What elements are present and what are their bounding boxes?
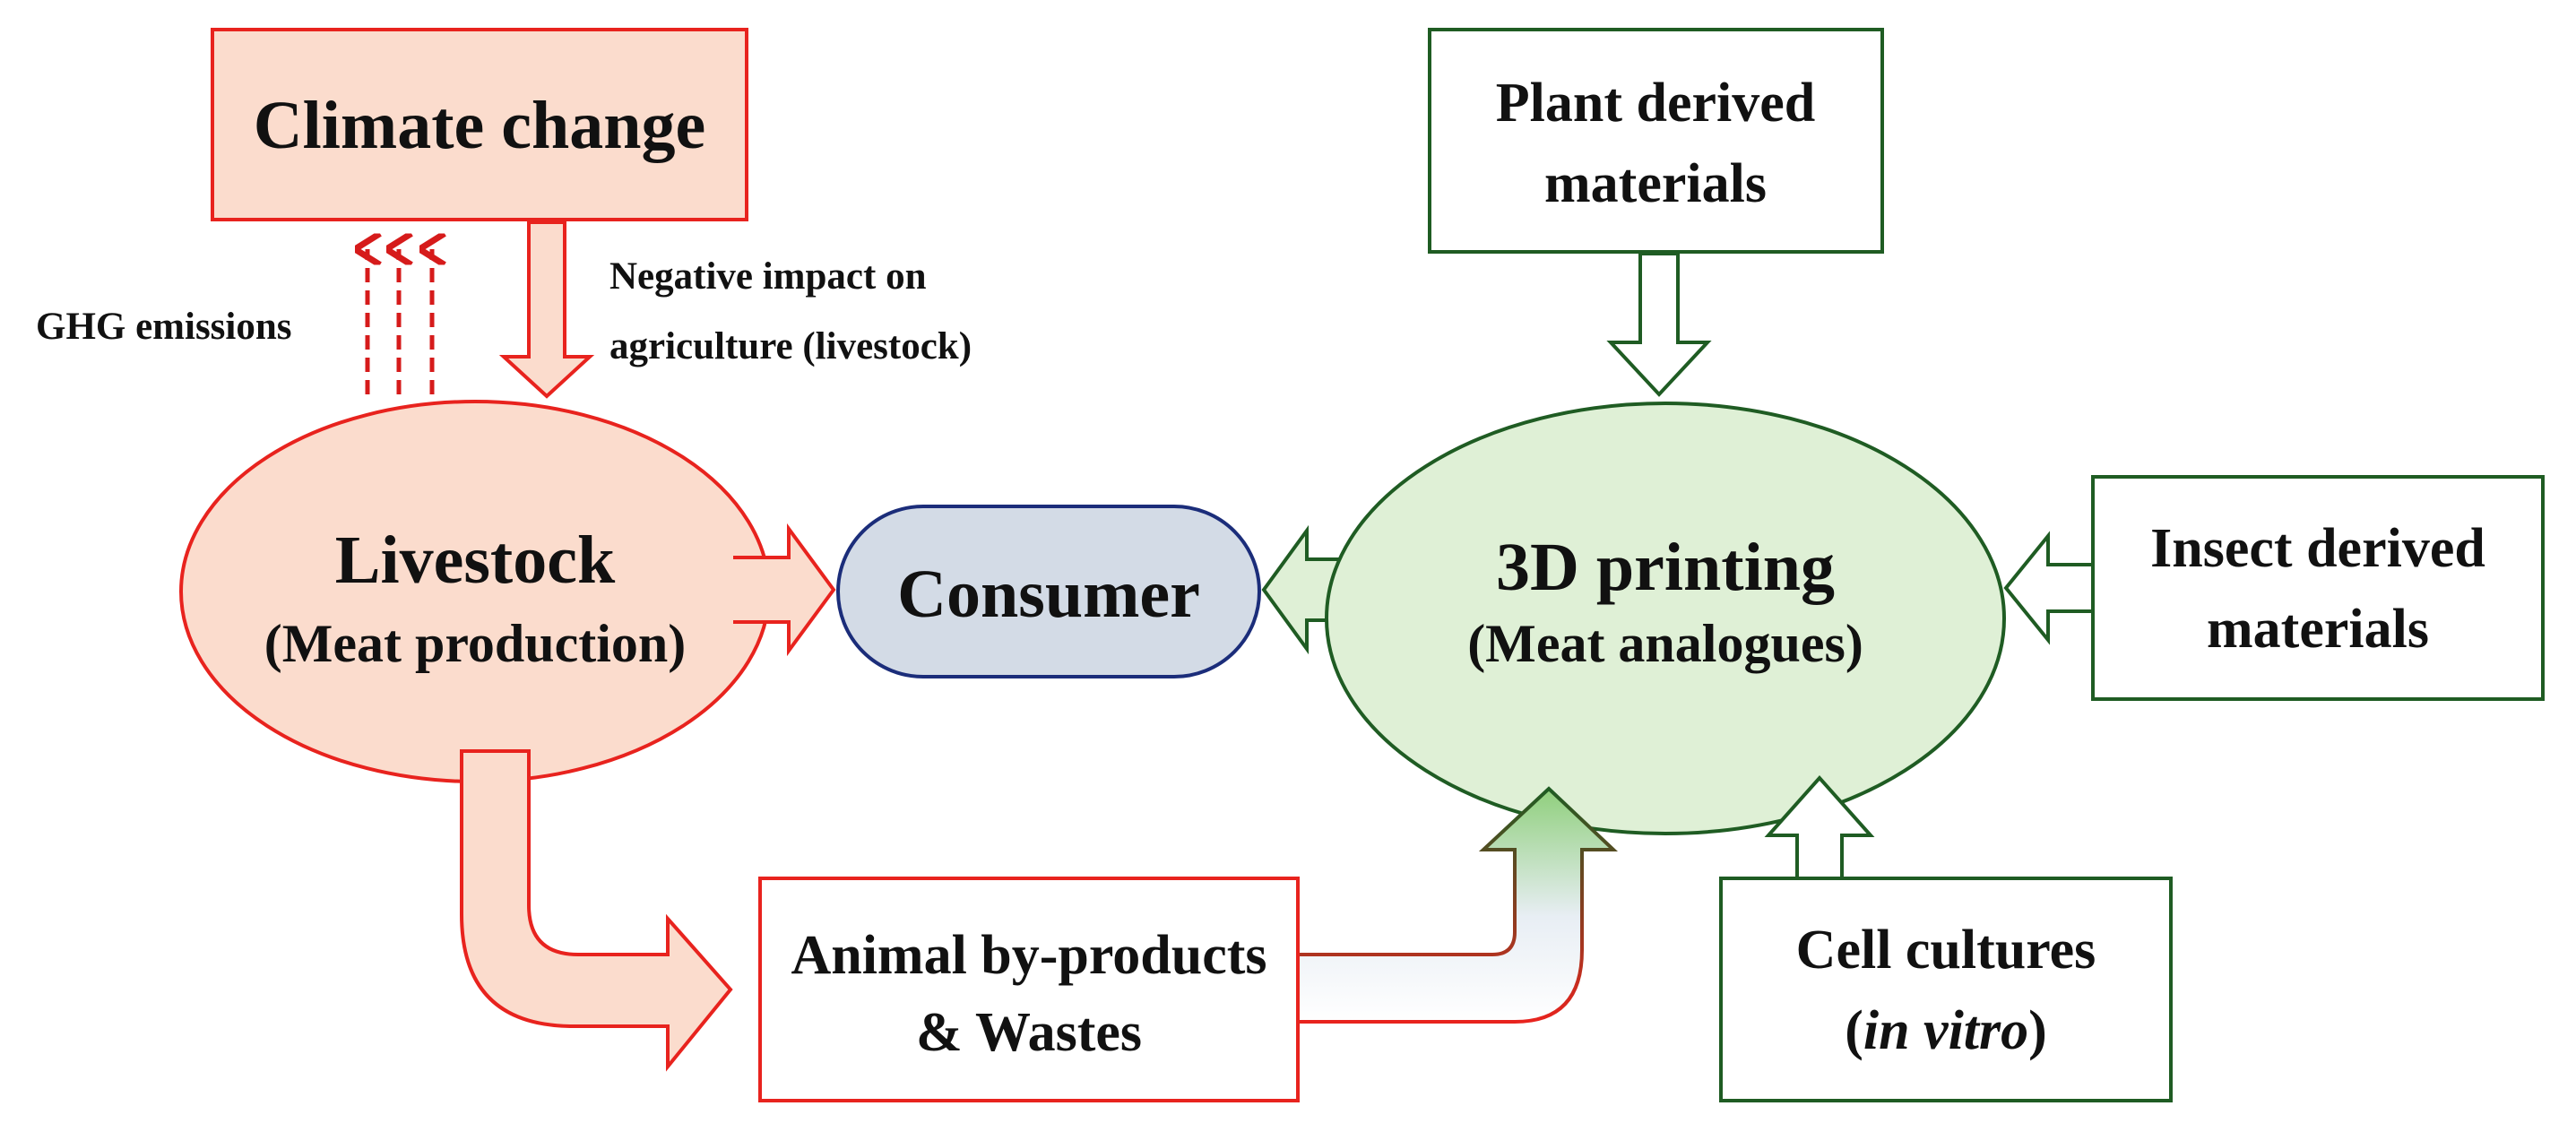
- printing-node: [1325, 402, 2006, 835]
- insect-to-printing-arrow: [2003, 531, 2091, 645]
- impact-label-line1: Negative impact on: [609, 255, 927, 298]
- climate-impact-arrow: [498, 220, 595, 399]
- livestock-title: Livestock: [335, 523, 616, 598]
- cell-cultures-line2: (in vitro): [1845, 1000, 2047, 1061]
- printing-subtitle: (Meat analogues): [1467, 614, 1863, 673]
- ghg-emission-arrows: [367, 249, 432, 394]
- climate-change-label: Climate change: [254, 88, 705, 163]
- ghg-emissions-label: GHG emissions: [36, 306, 292, 348]
- byproducts-to-printing-arrow: [1300, 786, 1619, 1024]
- cell-cultures-box: [1719, 877, 2173, 1102]
- plant-materials-line2: materials: [1544, 153, 1767, 214]
- insect-materials-line2: materials: [2207, 599, 2429, 660]
- livestock-to-consumer-arrow: [733, 523, 836, 657]
- cell-to-printing-arrow: [1764, 774, 1875, 877]
- insect-materials-line1: Insect derived: [2150, 518, 2485, 579]
- insect-materials-box: [2091, 475, 2545, 701]
- consumer-label: Consumer: [897, 557, 1200, 632]
- cell-cultures-line1: Cell cultures: [1796, 920, 2096, 981]
- plant-materials-box: [1428, 28, 1884, 254]
- cell-cultures-open-paren: (: [1845, 1000, 1863, 1061]
- byproducts-box: [758, 877, 1300, 1102]
- byproducts-line2: & Wastes: [916, 1002, 1142, 1063]
- byproducts-line1: Animal by-products: [791, 925, 1266, 986]
- plant-to-printing-arrow: [1606, 252, 1712, 397]
- cell-cultures-close-paren: ): [2028, 1000, 2047, 1061]
- consumer-node: [836, 505, 1261, 678]
- printing-title: 3D printing: [1496, 530, 1835, 605]
- plant-materials-line1: Plant derived: [1496, 73, 1815, 134]
- impact-label-line2: agriculture (livestock): [609, 325, 972, 367]
- livestock-subtitle: (Meat production): [264, 614, 687, 673]
- cell-cultures-in-vitro: in vitro: [1863, 1000, 2028, 1061]
- climate-change-box: [211, 28, 748, 221]
- livestock-to-byproducts-arrow: [460, 749, 733, 1072]
